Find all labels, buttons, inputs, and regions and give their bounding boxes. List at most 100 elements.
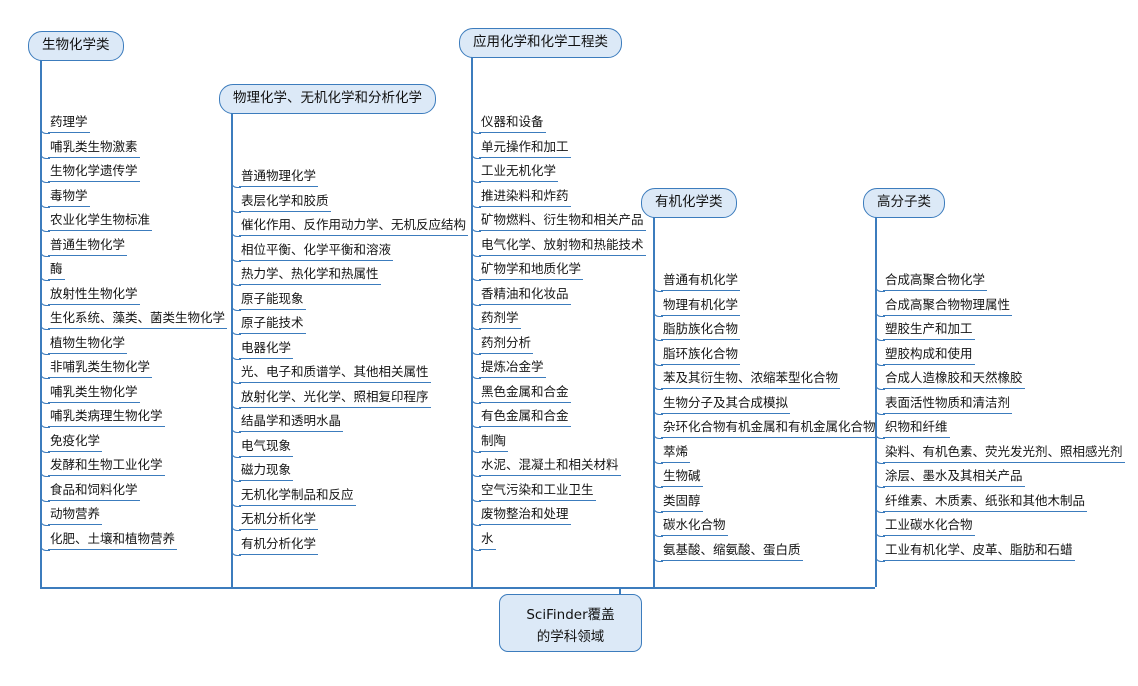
elbow-connector-icon [231, 471, 241, 482]
branch-header-organic-chemistry[interactable]: 有机化学类 [641, 188, 737, 218]
elbow-connector-icon [875, 428, 885, 439]
elbow-connector-icon [40, 319, 50, 330]
branch-item-label: 植物生物化学 [48, 334, 128, 354]
elbow-connector-icon [231, 544, 241, 556]
elbow-connector-icon [40, 539, 50, 551]
branch-item-label: 催化作用、反作用动力学、无机反应结构 [239, 216, 469, 236]
elbow-connector-icon [875, 330, 885, 341]
branch-header-physical-inorganic-analytical[interactable]: 物理化学、无机化学和分析化学 [219, 84, 436, 114]
elbow-connector-icon [653, 501, 663, 513]
branch-item-label: 纤维素、木质素、纸张和其他木制品 [883, 492, 1088, 512]
elbow-connector-icon [471, 319, 481, 330]
elbow-connector-icon [40, 245, 50, 257]
elbow-connector-icon [875, 501, 885, 513]
branch-spine-physical-inorganic-analytical [231, 113, 233, 555]
branch-item-label: 化肥、土壤和植物营养 [48, 530, 178, 550]
elbow-connector-icon [231, 250, 241, 262]
branch-item-label: 光、电子和质谱学、其他相关属性 [239, 363, 431, 383]
branch-item-label: 药剂学 [479, 309, 521, 329]
branch-item-label: 碳水化合物 [661, 516, 728, 536]
elbow-connector-icon [471, 515, 481, 526]
branch-item-label: 普通生物化学 [48, 236, 128, 256]
elbow-connector-icon [231, 422, 241, 433]
branch-item-label: 黑色金属和合金 [479, 383, 571, 403]
branch-item-label: 推进染料和炸药 [479, 187, 571, 207]
branch-item-label: 物理有机化学 [661, 296, 741, 316]
elbow-connector-icon [653, 330, 663, 341]
branch-item-label: 酶 [48, 260, 65, 280]
branch-item-label: 结晶学和透明水晶 [239, 412, 344, 432]
elbow-connector-icon [231, 299, 241, 311]
branch-item-label: 相位平衡、化学平衡和溶液 [239, 241, 394, 261]
branch-item-label: 原子能现象 [239, 290, 306, 310]
elbow-connector-icon [471, 441, 481, 453]
elbow-connector-icon [40, 417, 50, 428]
branch-spine-polymer [875, 217, 877, 561]
elbow-connector-icon [471, 294, 481, 306]
elbow-connector-icon [40, 515, 50, 526]
elbow-connector-icon [653, 354, 663, 366]
branch-item-label: 提炼冶金学 [479, 358, 546, 378]
branch-item-label: 普通物理化学 [239, 167, 319, 187]
branch-item-label: 类固醇 [661, 492, 703, 512]
branch-spine-biochem [40, 60, 42, 550]
elbow-connector-icon [471, 417, 481, 428]
branch-item-label: 哺乳类病理生物化学 [48, 407, 165, 427]
branch-item-label: 表层化学和胶质 [239, 192, 331, 212]
elbow-connector-icon [471, 368, 481, 379]
elbow-connector-icon [875, 477, 885, 488]
branch-item-label: 生化系统、藻类、菌类生物化学 [48, 309, 228, 329]
elbow-connector-icon [40, 172, 50, 183]
branch-item-label: 发酵和生物工业化学 [48, 456, 165, 476]
elbow-connector-icon [231, 177, 241, 188]
branch-item-label: 染料、有机色素、荧光发光剂、照相感光剂 [883, 443, 1125, 463]
elbow-connector-icon [231, 373, 241, 384]
elbow-connector-icon [471, 221, 481, 232]
elbow-connector-icon [471, 490, 481, 502]
branch-item-label: 合成高聚合物物理属性 [883, 296, 1013, 316]
elbow-connector-icon [653, 526, 663, 537]
elbow-connector-icon [875, 354, 885, 366]
elbow-connector-icon [231, 495, 241, 507]
branch-item-label: 涂层、墨水及其相关产品 [883, 467, 1025, 487]
branch-item-label: 电器化学 [239, 339, 294, 359]
branch-item-label: 毒物学 [48, 187, 90, 207]
branch-header-applied-chemistry-engineering[interactable]: 应用化学和化学工程类 [459, 28, 622, 58]
branch-item-label: 废物整治和处理 [479, 505, 571, 525]
branch-item-label: 萃烯 [661, 443, 691, 463]
rail-drop-connector [471, 549, 473, 587]
branch-item-label: 普通有机化学 [661, 271, 741, 291]
elbow-connector-icon [231, 520, 241, 531]
elbow-connector-icon [231, 397, 241, 409]
elbow-connector-icon [875, 403, 885, 415]
rail-drop-connector [653, 560, 655, 587]
elbow-connector-icon [471, 539, 481, 551]
rail-drop-connector [231, 554, 233, 587]
branch-item-label: 塑胶构成和使用 [883, 345, 975, 365]
branch-item-label: 合成人造橡胶和天然橡胶 [883, 369, 1025, 389]
elbow-connector-icon [875, 526, 885, 537]
center-node[interactable]: SciFinder覆盖的学科领域 [499, 594, 642, 652]
branch-item-label: 制陶 [479, 432, 509, 452]
branch-item-label: 生物分子及其合成模拟 [661, 394, 791, 414]
branch-item-label: 放射性生物化学 [48, 285, 140, 305]
branch-item-label: 免疫化学 [48, 432, 103, 452]
elbow-connector-icon [40, 392, 50, 404]
elbow-connector-icon [231, 226, 241, 237]
center-node-stem [619, 587, 621, 594]
elbow-connector-icon [875, 379, 885, 390]
branch-header-polymer[interactable]: 高分子类 [863, 188, 945, 218]
elbow-connector-icon [875, 305, 885, 317]
elbow-connector-icon [875, 281, 885, 292]
elbow-connector-icon [653, 305, 663, 317]
elbow-connector-icon [40, 294, 50, 306]
branch-header-biochem[interactable]: 生物化学类 [28, 31, 124, 61]
rail-drop-connector [875, 560, 877, 587]
branch-item-label: 表面活性物质和清洁剂 [883, 394, 1013, 414]
branch-item-label: 杂环化合物有机金属和有机金属化合物 [661, 418, 878, 438]
branch-item-label: 原子能技术 [239, 314, 306, 334]
elbow-connector-icon [471, 343, 481, 355]
branch-item-label: 织物和纤维 [883, 418, 950, 438]
branch-item-label: 有机分析化学 [239, 535, 319, 555]
